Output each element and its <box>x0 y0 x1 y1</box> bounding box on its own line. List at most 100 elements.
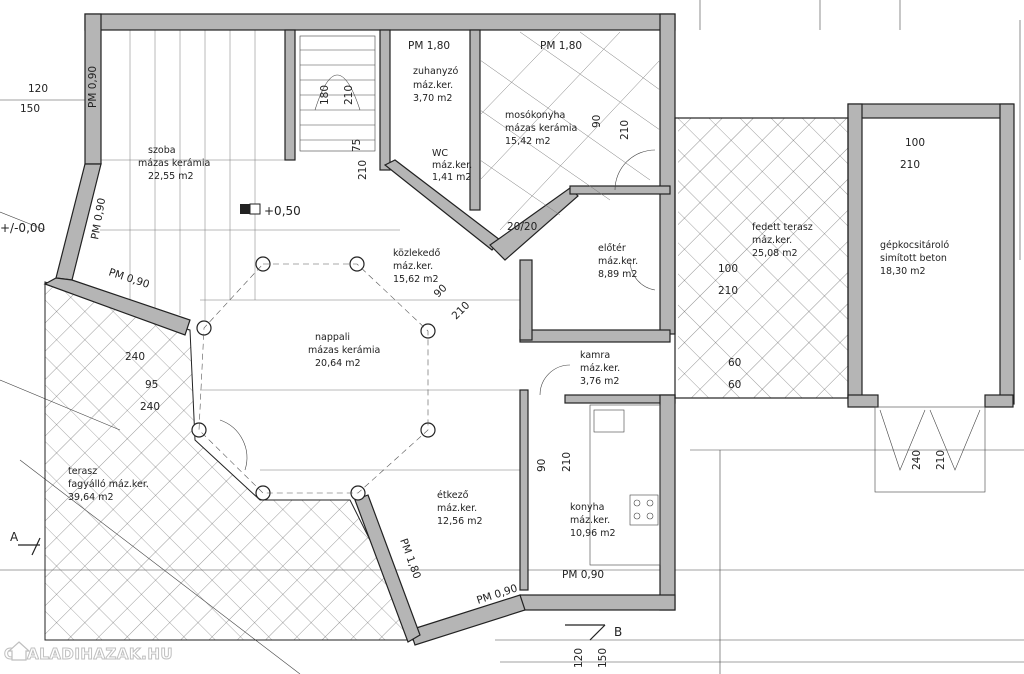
svg-text:210: 210 <box>343 85 355 105</box>
svg-text:mázas kerámia: mázas kerámia <box>505 123 577 134</box>
svg-text:180: 180 <box>319 85 331 105</box>
covered-terrace-hatch <box>678 118 848 398</box>
svg-text:210: 210 <box>357 160 369 180</box>
svg-text:WC: WC <box>432 148 448 159</box>
svg-text:22,55 m2: 22,55 m2 <box>148 171 194 182</box>
svg-text:210: 210 <box>718 285 738 297</box>
watermark-text: CSALADIHAZAK.HU <box>3 645 174 664</box>
svg-text:közlekedő: közlekedő <box>393 248 440 259</box>
svg-text:240: 240 <box>140 401 160 413</box>
svg-text:máz.ker.: máz.ker. <box>752 235 792 246</box>
svg-text:nappali: nappali <box>315 332 350 343</box>
svg-text:máz.ker.: máz.ker. <box>437 503 477 514</box>
svg-text:150: 150 <box>20 103 40 115</box>
svg-text:fagyálló máz.ker.: fagyálló máz.ker. <box>68 479 149 490</box>
svg-text:máz.ker.: máz.ker. <box>413 80 453 91</box>
section-b-label: B <box>614 625 622 639</box>
svg-text:90: 90 <box>536 459 548 472</box>
room-label-kamra: kamra máz.ker. 3,76 m2 <box>580 350 620 387</box>
svg-text:10,96 m2: 10,96 m2 <box>570 528 616 539</box>
svg-text:zuhanyzó: zuhanyzó <box>413 66 458 77</box>
svg-text:simított beton: simított beton <box>880 253 947 264</box>
svg-text:konyha: konyha <box>570 502 604 513</box>
room-label-kozlekedo: közlekedő máz.ker. 15,62 m2 <box>393 248 440 285</box>
walls <box>43 13 1015 646</box>
svg-text:240: 240 <box>911 450 923 470</box>
washroom-pattern <box>479 31 661 231</box>
svg-text:mosókonyha: mosókonyha <box>505 110 565 121</box>
elevation-marker <box>240 203 261 215</box>
svg-text:PM 0,90: PM 0,90 <box>89 197 108 241</box>
svg-text:210: 210 <box>935 450 947 470</box>
svg-text:240: 240 <box>125 351 145 363</box>
room-label-wc: WC máz.ker. 1,41 m2 <box>432 148 472 183</box>
svg-text:8,89 m2: 8,89 m2 <box>598 269 637 280</box>
svg-text:PM 1,80: PM 1,80 <box>408 40 450 52</box>
svg-text:előtér: előtér <box>598 243 626 254</box>
svg-text:210: 210 <box>619 120 631 140</box>
svg-text:máz.ker.: máz.ker. <box>580 363 620 374</box>
svg-text:szoba: szoba <box>148 145 176 156</box>
room-label-terasz: terasz fagyálló máz.ker. 39,64 m2 <box>68 466 149 503</box>
svg-text:3,76 m2: 3,76 m2 <box>580 376 619 387</box>
svg-text:PM 0,90: PM 0,90 <box>107 266 151 290</box>
svg-text:gépkocsitároló: gépkocsitároló <box>880 240 949 251</box>
svg-text:kamra: kamra <box>580 350 610 361</box>
watermark: CSALADIHAZAK.HU <box>3 641 230 667</box>
svg-text:PM 1,80: PM 1,80 <box>397 537 423 581</box>
svg-text:210: 210 <box>450 299 473 322</box>
section-b-marker <box>565 624 606 641</box>
svg-text:máz.ker.: máz.ker. <box>570 515 610 526</box>
washroom-hatch <box>470 32 660 260</box>
room-label-mosokonyha: mosókonyha mázas kerámia 15,42 m2 <box>505 110 577 147</box>
room-label-eloter: előtér máz.ker. 8,89 m2 <box>598 243 638 280</box>
staircase <box>299 35 376 152</box>
room-label-zuhanyzo: zuhanyzó máz.ker. 3,70 m2 <box>413 66 458 104</box>
svg-text:15,62 m2: 15,62 m2 <box>393 274 439 285</box>
living-octagon <box>198 263 429 494</box>
svg-text:18,30 m2: 18,30 m2 <box>880 266 926 277</box>
svg-text:150: 150 <box>597 648 609 668</box>
svg-text:1,41 m2: 1,41 m2 <box>432 172 471 183</box>
room-label-gepkocsitarolo: gépkocsitároló simított beton 18,30 m2 <box>880 240 949 277</box>
house-icon <box>8 641 30 661</box>
svg-text:100: 100 <box>718 263 738 275</box>
section-a-label: A <box>10 530 19 544</box>
svg-text:mázas kerámia: mázas kerámia <box>138 158 210 169</box>
room-label-fedett-terasz: fedett terasz máz.ker. 25,08 m2 <box>752 222 813 259</box>
svg-text:210: 210 <box>900 159 920 171</box>
columns <box>191 256 436 501</box>
svg-text:20/20: 20/20 <box>507 221 537 233</box>
svg-text:90: 90 <box>591 115 603 128</box>
kitchen-counter <box>589 404 661 566</box>
svg-text:20,64 m2: 20,64 m2 <box>315 358 361 369</box>
terrace-hatch <box>44 281 421 641</box>
doors <box>219 149 986 493</box>
svg-text:120: 120 <box>573 648 585 668</box>
svg-text:fedett terasz: fedett terasz <box>752 222 813 233</box>
room-label-szoba: szoba mázas kerámia 22,55 m2 <box>138 145 210 182</box>
svg-text:60: 60 <box>728 357 741 369</box>
svg-text:3,70 m2: 3,70 m2 <box>413 93 452 104</box>
svg-text:+0,50: +0,50 <box>264 204 301 218</box>
svg-text:étkező: étkező <box>437 490 469 501</box>
svg-text:75: 75 <box>351 139 363 152</box>
svg-text:terasz: terasz <box>68 466 97 477</box>
svg-text:máz.ker.: máz.ker. <box>598 256 638 267</box>
svg-text:mázas kerámia: mázas kerámia <box>308 345 380 356</box>
section-a-marker <box>18 537 41 556</box>
floor-grid <box>100 30 520 471</box>
svg-text:210: 210 <box>561 452 573 472</box>
svg-text:100: 100 <box>905 137 925 149</box>
svg-text:120: 120 <box>28 83 48 95</box>
room-label-etkezo: étkező máz.ker. 12,56 m2 <box>437 490 483 527</box>
svg-text:+/-0,00: +/-0,00 <box>0 221 45 235</box>
room-label-nappali: nappali mázas kerámia 20,64 m2 <box>308 332 380 369</box>
svg-text:25,08 m2: 25,08 m2 <box>752 248 798 259</box>
room-label-konyha: konyha máz.ker. 10,96 m2 <box>570 502 616 539</box>
svg-text:máz.ker.: máz.ker. <box>393 261 433 272</box>
svg-text:máz.ker.: máz.ker. <box>432 160 472 171</box>
svg-text:39,64 m2: 39,64 m2 <box>68 492 114 503</box>
